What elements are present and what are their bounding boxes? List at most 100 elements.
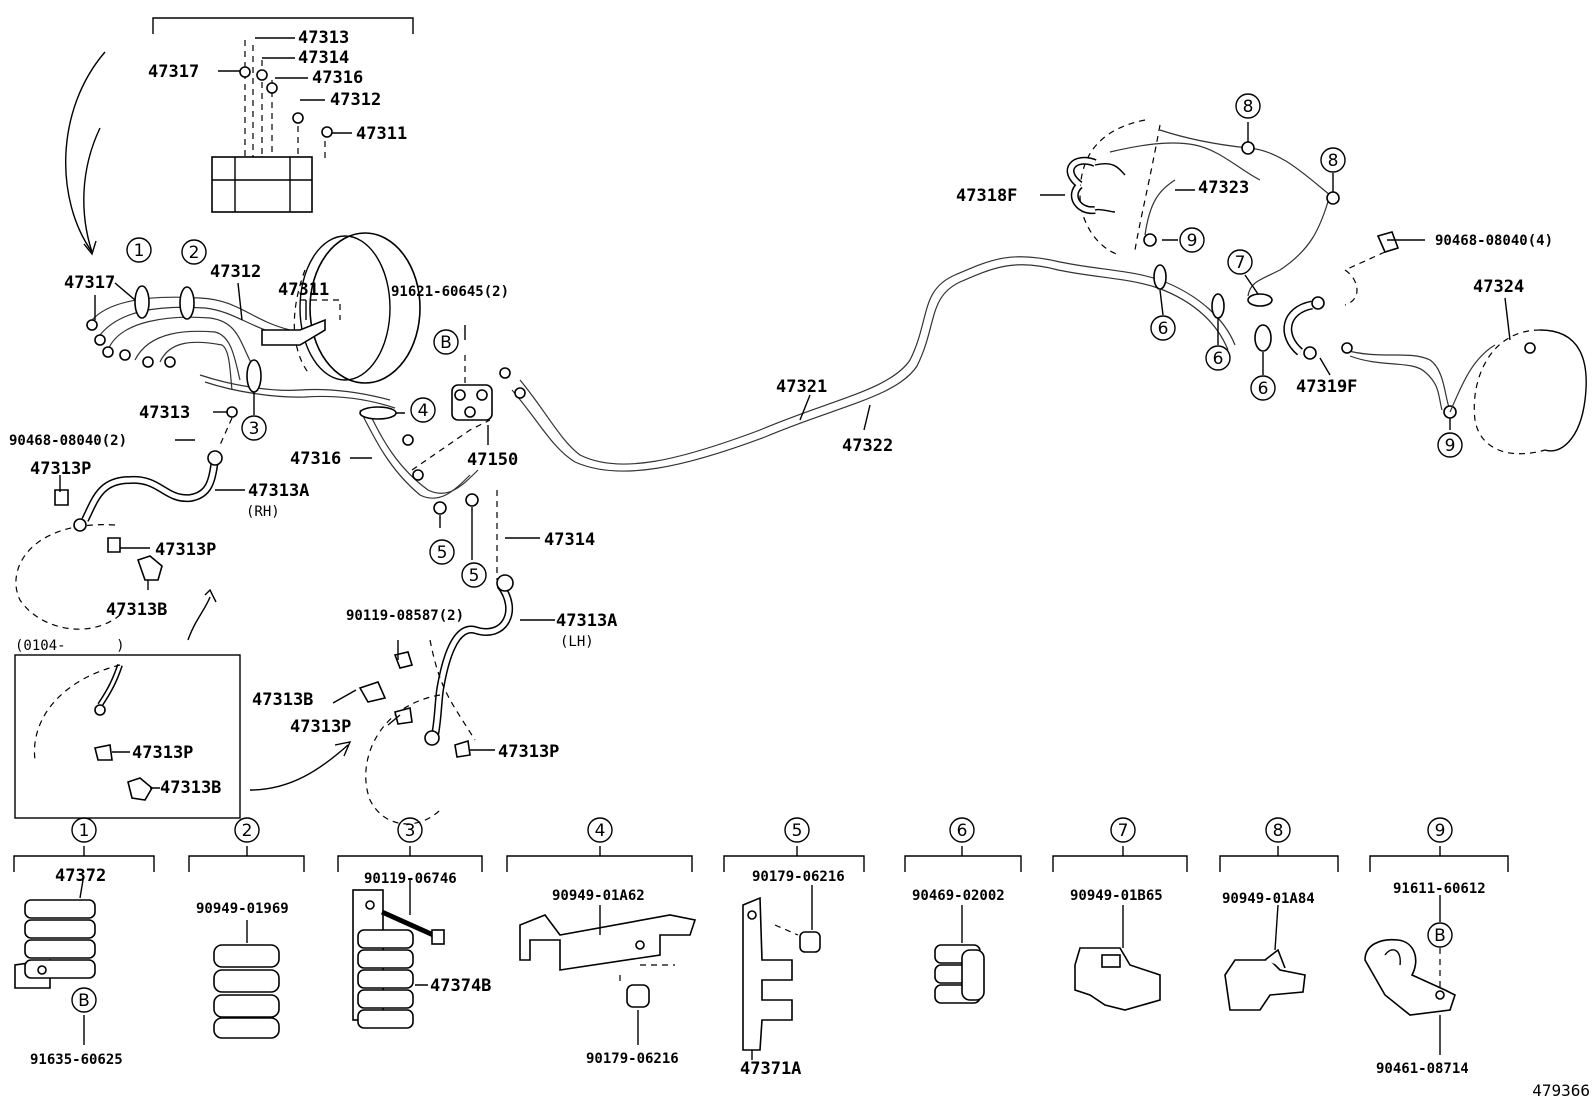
callout-3: 3	[241, 415, 267, 441]
svg-text:6: 6	[1158, 319, 1169, 339]
clamp-3	[246, 359, 262, 393]
label-47318F: 47318F	[956, 186, 1017, 206]
clamp-1	[134, 285, 150, 319]
group-callout-2: 2	[234, 817, 260, 843]
label-91635-60625: 91635-60625	[30, 1052, 123, 1068]
clamp-90949-01969: 90949-01969	[196, 901, 289, 1039]
callout-6a: 6	[1150, 315, 1176, 341]
svg-text:1: 1	[79, 821, 90, 841]
label-47324: 47324	[1473, 277, 1524, 297]
svg-text:7: 7	[1118, 821, 1129, 841]
callout-8b: 8	[1320, 147, 1346, 173]
group-callout-8: 8	[1265, 817, 1291, 843]
label-90468-08040-right: 90468-08040(4)	[1435, 233, 1553, 249]
clamp-6c	[1254, 324, 1272, 352]
label-90949-01A62: 90949-01A62	[552, 888, 645, 904]
label-47314-top: 47314	[298, 48, 349, 68]
label-90949-01969: 90949-01969	[196, 901, 289, 917]
svg-text:3: 3	[405, 821, 416, 841]
label-90461-08714: 90461-08714	[1376, 1061, 1469, 1077]
label-47319F: 47319F	[1296, 377, 1357, 397]
inset-label-47313B: 47313B	[160, 778, 221, 798]
clamp-90949-01A62: 90949-01A62 90179-06216	[519, 888, 697, 1067]
label-rh: (RH)	[246, 504, 280, 520]
callout-6b: 6	[1205, 345, 1231, 371]
clamp-47374B: 90119-06746 47374B	[352, 871, 491, 1029]
leaders	[59, 122, 1511, 751]
clamp-7	[1247, 293, 1273, 307]
label-47312: 47312	[210, 262, 261, 282]
svg-text:8: 8	[1273, 821, 1284, 841]
group-callout-3: 3	[397, 817, 423, 843]
front-hoses	[15, 450, 514, 825]
callout-B-main: B	[433, 329, 459, 355]
svg-text:1: 1	[134, 241, 145, 261]
bracket-90461-08714: B 91611-60612 90461-08714	[1364, 881, 1486, 1077]
label-47313P-d: 47313P	[498, 742, 559, 762]
callout-9a: 9	[1179, 227, 1205, 253]
group-callout-5: 5	[784, 817, 810, 843]
clamp-47371A: 90179-06216 47371A	[740, 869, 845, 1079]
actuator-body	[211, 156, 313, 213]
rear-section	[1066, 119, 1587, 455]
label-47312-top: 47312	[330, 90, 381, 110]
actuator-detail: 47313 47314 47316 47317 47312 47311	[65, 17, 414, 256]
svg-text:5: 5	[469, 566, 480, 586]
callout-5a: 5	[429, 539, 455, 565]
label-47313B-b: 47313B	[252, 690, 313, 710]
label-47313P-c: 47313P	[290, 717, 351, 737]
clamp-6a	[1153, 264, 1167, 290]
callout-1: 1	[126, 237, 152, 263]
label-47322: 47322	[842, 436, 893, 456]
clamp-2	[179, 286, 195, 320]
label-lh: (LH)	[560, 634, 594, 650]
label-90119-08587: 90119-08587(2)	[346, 608, 464, 624]
svg-text:9: 9	[1187, 231, 1198, 251]
label-47313-top: 47313	[298, 28, 349, 48]
svg-text:6: 6	[1213, 349, 1224, 369]
callout-7: 7	[1227, 249, 1253, 275]
label-47314: 47314	[544, 530, 595, 550]
brake-booster	[293, 232, 421, 384]
svg-text:2: 2	[242, 821, 253, 841]
svg-text:B: B	[78, 991, 90, 1011]
label-47313B-a: 47313B	[106, 600, 167, 620]
proportioning-valve	[411, 355, 493, 471]
label-47311-top: 47311	[356, 124, 407, 144]
callout-9b: 9	[1437, 432, 1463, 458]
bottom-groups: 1 2 3 4 5 6 7 8 9 47372 B 91635-60625	[13, 817, 1509, 1079]
label-90468-08040-left: 90468-08040(2)	[9, 433, 127, 449]
clip-90469-02002: 90469-02002	[912, 888, 1005, 1004]
label-90119-06746: 90119-06746	[364, 871, 457, 887]
clamp-47372: 47372 B 91635-60625	[14, 866, 123, 1068]
label-47313A-rh: 47313A	[248, 481, 309, 501]
label-47374B: 47374B	[430, 976, 491, 996]
svg-text:6: 6	[957, 821, 968, 841]
group-callout-1: 1	[71, 817, 97, 843]
label-47321: 47321	[776, 377, 827, 397]
label-91621-60645: 91621-60645(2)	[391, 284, 509, 300]
label-47317: 47317	[64, 273, 115, 293]
svg-text:6: 6	[1258, 379, 1269, 399]
svg-text:2: 2	[189, 243, 200, 263]
callout-8a: 8	[1235, 93, 1261, 119]
label-47372: 47372	[55, 866, 106, 886]
label-47313P-b: 47313P	[155, 540, 216, 560]
label-47316: 47316	[290, 449, 341, 469]
label-47313: 47313	[139, 403, 190, 423]
label-47313A-lh: 47313A	[556, 611, 617, 631]
label-47316-top: 47316	[312, 68, 363, 88]
group-callout-6: 6	[949, 817, 975, 843]
main-labels: 47317 47312 47311 91621-60645(2) 47313 9…	[9, 178, 1553, 762]
svg-text:9: 9	[1435, 821, 1446, 841]
label-47150: 47150	[467, 450, 518, 470]
clamp-4	[359, 406, 397, 420]
label-47323: 47323	[1198, 178, 1249, 198]
inset-box: 47313P 47313B	[14, 654, 352, 819]
label-90179-06216-g4: 90179-06216	[586, 1051, 679, 1067]
label-90949-01A84: 90949-01A84	[1222, 891, 1315, 907]
svg-text:7: 7	[1235, 253, 1246, 273]
group-callout-9: 9	[1427, 817, 1453, 843]
svg-text:8: 8	[1243, 97, 1254, 117]
